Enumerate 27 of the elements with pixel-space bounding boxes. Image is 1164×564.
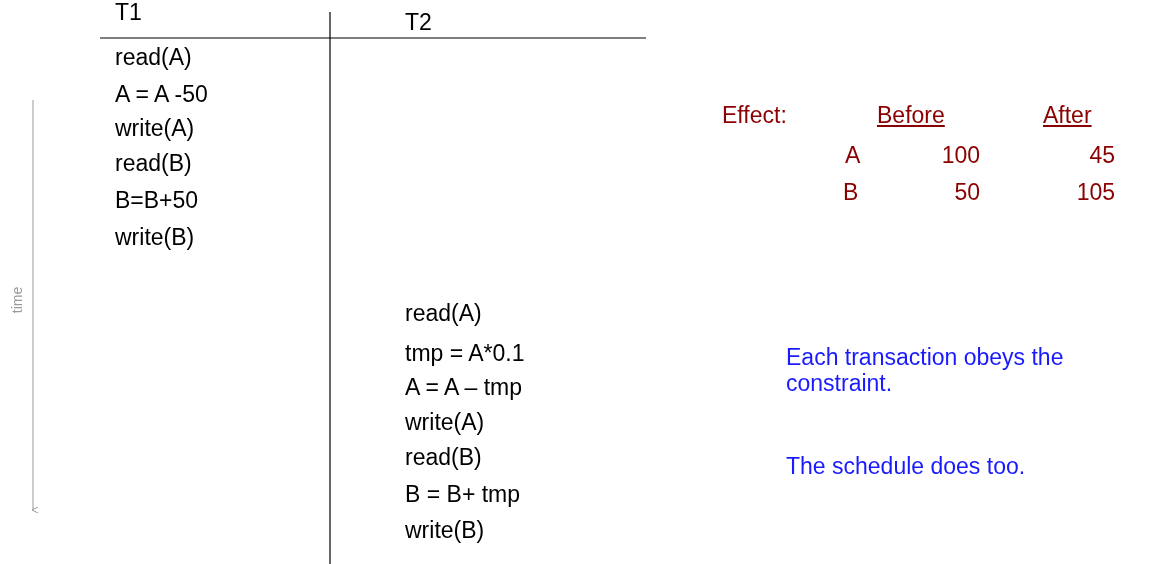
code-line: A = A -50 bbox=[115, 81, 208, 107]
code-line: write(A) bbox=[405, 409, 485, 435]
note-text: Each transaction obeys the constraint. bbox=[786, 344, 1065, 396]
value-text: 105 bbox=[1076, 179, 1115, 205]
code-line: B = B+ tmp bbox=[405, 481, 521, 507]
table-label: Effect: bbox=[722, 102, 787, 128]
table-header: Before bbox=[877, 102, 945, 128]
code-line: write(B) bbox=[405, 517, 485, 543]
table-header: After bbox=[1043, 102, 1092, 128]
code-line: read(A) bbox=[115, 44, 192, 70]
value-text: 100 bbox=[941, 142, 980, 168]
row-label: A bbox=[845, 142, 861, 168]
column-header: T1 bbox=[115, 0, 142, 25]
row-label: B bbox=[843, 179, 859, 205]
code-line: write(A) bbox=[115, 115, 195, 141]
code-line: read(B) bbox=[115, 150, 192, 176]
axis-label: time bbox=[9, 286, 26, 314]
code-line: A = A – tmp bbox=[405, 374, 522, 400]
code-line: B=B+50 bbox=[115, 187, 199, 213]
code-line: tmp = A*0.1 bbox=[405, 340, 525, 366]
code-line: write(B) bbox=[115, 224, 195, 250]
code-line: read(B) bbox=[405, 444, 482, 470]
value-text: 45 bbox=[1089, 142, 1115, 168]
code-line: read(A) bbox=[405, 300, 482, 326]
value-text: 50 bbox=[954, 179, 980, 205]
column-header: T2 bbox=[405, 9, 432, 35]
note-text: The schedule does too. bbox=[786, 453, 1026, 479]
